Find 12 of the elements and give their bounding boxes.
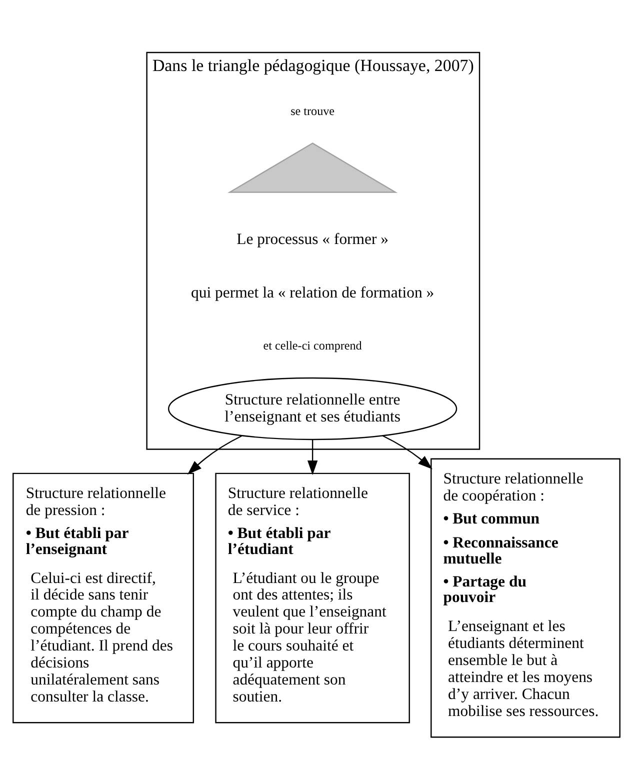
node-box: Structure relationnelle de pression : • But établi par l’enseignant Celui-ci est directif, il décide sans tenir compte du champ de compétences de l’étudiant. Il prend des décisions unilatéralement sans consulter la classe. [12,472,194,724]
label: et celle-ci comprend [263,338,362,353]
arrow [187,435,242,475]
label: Le processus « former » [236,231,389,248]
node-box: Structure relationnelle de service : • But établi par l’étudiant L’étudiant ou le groupe ont des attentes; ils veulent que l’enseignant soit là pour leur offrir le cours souhaité et qu’il apporte adéquatement son soutien. [215,472,410,724]
arrow [307,440,318,476]
node-triangle [227,142,398,193]
arrow [382,435,432,470]
node-ellipse: Structure relationnelle entre l’enseignant et ses étudiants [168,377,458,440]
label: se trouve [290,104,335,118]
node-box: Structure relationnelle de coopération : • But commun • Reconnaissance mutuelle • Partage du pouvoir L’enseignant et les étudiants déterminent ensemble le but à atteindre et les moyens d’y arriver. Chacun mobilise ses ressources. [430,458,620,738]
label: qui permet la « relation de formation » [191,284,434,302]
